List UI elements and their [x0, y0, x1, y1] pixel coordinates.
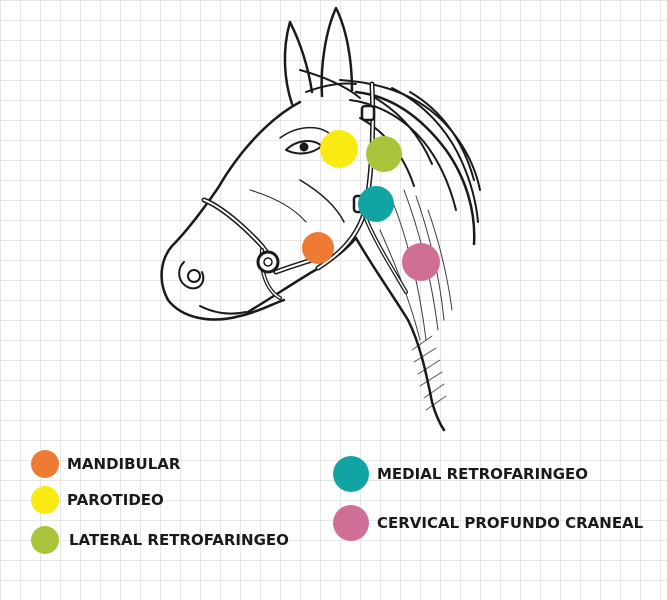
legend-label: MEDIAL RETROFARINGEO	[377, 465, 588, 483]
halter-ring	[258, 252, 278, 272]
legend-item-mandibular: MANDIBULAR	[31, 450, 180, 478]
mandibular-marker	[302, 232, 334, 264]
legend-item-cervical-profundo-craneal: CERVICAL PROFUNDO CRANEAL	[333, 505, 643, 541]
mouth	[200, 306, 246, 314]
medial-retrofaringeo-swatch	[333, 456, 369, 492]
cervical-profundo-craneal-swatch	[333, 505, 369, 541]
lateral-retrofaringeo-swatch	[31, 526, 59, 554]
cervical-profundo-craneal-marker	[402, 243, 440, 281]
legend-label: CERVICAL PROFUNDO CRANEAL	[377, 514, 643, 532]
face-profile	[162, 102, 300, 319]
legend-item-parotideo: PAROTIDEO	[31, 486, 164, 514]
medial-retrofaringeo-marker	[358, 186, 394, 222]
parotideo-marker	[320, 130, 358, 168]
lateral-retrofaringeo-marker	[366, 136, 402, 172]
legend-item-lateral-retrofaringeo: LATERAL RETROFARINGEO	[31, 526, 289, 554]
legend-label: LATERAL RETROFARINGEO	[69, 531, 289, 549]
parotideo-swatch	[31, 486, 59, 514]
legend-label: PAROTIDEO	[67, 491, 164, 509]
legend-label: MANDIBULAR	[67, 455, 180, 473]
legend-item-medial-retrofaringeo: MEDIAL RETROFARINGEO	[333, 456, 588, 492]
mandibular-swatch	[31, 450, 59, 478]
